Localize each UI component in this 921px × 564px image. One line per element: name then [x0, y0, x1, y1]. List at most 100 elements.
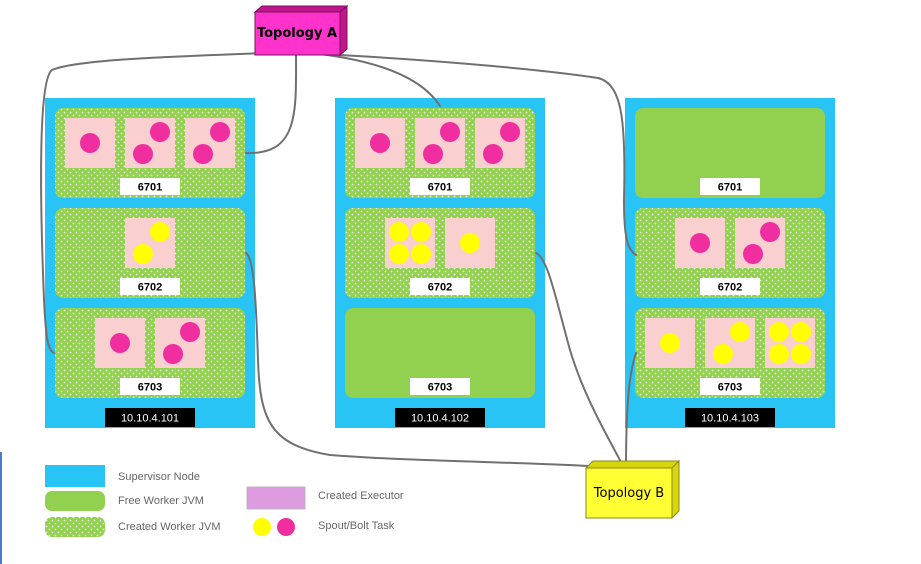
task-topology-b	[769, 344, 789, 364]
executor	[415, 118, 465, 168]
port-label: 6703	[428, 382, 452, 394]
node-ip-box	[395, 408, 485, 427]
connector-b-101-6702	[245, 252, 623, 469]
task-topology-b	[133, 244, 153, 264]
task-topology-b	[791, 344, 811, 364]
port-label-box	[120, 178, 180, 195]
port-label-box	[120, 378, 180, 395]
topology-a-label: Topology A	[257, 26, 337, 41]
task-topology-b	[769, 322, 789, 342]
executor	[765, 318, 815, 368]
port-label-box	[410, 178, 470, 195]
executor	[705, 318, 755, 368]
port-label: 6701	[138, 182, 162, 194]
executor	[645, 318, 695, 368]
worker-slot-6703: 6703	[55, 308, 245, 398]
free-worker-jvm	[635, 108, 825, 198]
topology-b-connectors	[245, 252, 637, 469]
task-topology-b	[150, 222, 170, 242]
task-topology-b	[389, 244, 409, 264]
task-topology-a	[133, 144, 153, 164]
legend-created-worker-label: Created Worker JVM	[118, 521, 221, 533]
port-label: 6703	[718, 382, 742, 394]
topology-b-box: Topology B	[584, 459, 681, 520]
port-label-box	[120, 278, 180, 295]
task-topology-a	[210, 122, 230, 142]
connector-a-101-6701	[245, 49, 298, 155]
task-topology-b	[713, 344, 733, 364]
topology-a-box-side	[339, 4, 348, 57]
port-label: 6701	[718, 182, 742, 194]
executor	[385, 218, 435, 268]
task-topology-b	[389, 222, 409, 242]
connector-a-101-6703	[40, 51, 291, 354]
executor	[185, 118, 235, 168]
port-label: 6702	[428, 282, 452, 294]
executor	[125, 218, 175, 268]
task-topology-b	[411, 222, 431, 242]
worker-slot-6702: 6702	[635, 208, 825, 298]
task-topology-a	[760, 222, 780, 242]
worker-slot-6702: 6702	[55, 208, 245, 298]
node-ip-label: 10.10.4.101	[121, 413, 179, 425]
worker-slot-6702: 6702	[345, 208, 535, 298]
executor	[155, 318, 205, 368]
port-label-box	[410, 278, 470, 295]
executor	[445, 218, 495, 268]
legend-task-yellow-dot	[253, 518, 271, 536]
topology-b-box-top	[584, 460, 681, 469]
task-topology-a	[193, 144, 213, 164]
node-ip-label: 10.10.4.103	[701, 413, 759, 425]
legend-task-pink-dot	[277, 518, 295, 536]
legend: Supervisor Node Free Worker JVM Created …	[45, 465, 404, 537]
task-topology-a	[150, 122, 170, 142]
executor	[125, 118, 175, 168]
task-topology-a	[180, 322, 200, 342]
worker-slot-6703: 6703	[635, 308, 825, 398]
task-topology-a	[370, 133, 390, 153]
task-topology-a	[743, 244, 763, 264]
task-topology-a	[110, 333, 130, 353]
executor	[95, 318, 145, 368]
task-topology-a	[440, 122, 460, 142]
legend-supervisor-swatch	[45, 465, 105, 487]
node-ip-box	[105, 408, 195, 427]
executor	[65, 118, 115, 168]
worker-slot-6701: 6701	[345, 108, 535, 198]
port-label: 6701	[428, 182, 452, 194]
node-ip-box	[685, 408, 775, 427]
topology-a-connectors	[40, 49, 637, 354]
legend-free-worker-label: Free Worker JVM	[118, 495, 204, 507]
topology-b-label: Topology B	[593, 486, 664, 501]
task-topology-a	[163, 344, 183, 364]
page-left-edge-line	[0, 452, 2, 564]
port-label-box	[700, 378, 760, 395]
port-label: 6703	[138, 382, 162, 394]
topology-b-box-front	[585, 467, 673, 519]
worker-slot-6701: 6701	[55, 108, 245, 198]
port-label-box	[410, 378, 470, 395]
legend-executor-swatch	[246, 486, 306, 510]
connector-b-103-6703	[625, 352, 637, 469]
node-ip-label: 10.10.4.102	[411, 413, 469, 425]
port-label: 6702	[718, 282, 742, 294]
supervisor-node-1: 6701 6702 6703 10.10.4.101	[45, 98, 255, 428]
topology-a-box-front	[254, 11, 341, 56]
topology-b-box-side	[671, 459, 680, 520]
connector-a-103-6702	[299, 52, 637, 256]
port-label: 6702	[138, 282, 162, 294]
task-topology-b	[730, 322, 750, 342]
task-topology-b	[660, 333, 680, 353]
task-topology-b	[411, 244, 431, 264]
executor	[475, 118, 525, 168]
connector-b-102-6702	[535, 252, 625, 469]
task-topology-a	[483, 144, 503, 164]
free-worker-jvm	[345, 308, 535, 398]
task-topology-b	[460, 233, 480, 253]
legend-supervisor-label: Supervisor Node	[118, 471, 200, 483]
supervisor-node-3: 6701 6702 6703 10.10.4.103	[625, 98, 835, 428]
executor	[735, 218, 785, 268]
worker-slot-6703: 6703	[345, 308, 535, 398]
legend-free-worker-swatch	[45, 491, 105, 511]
